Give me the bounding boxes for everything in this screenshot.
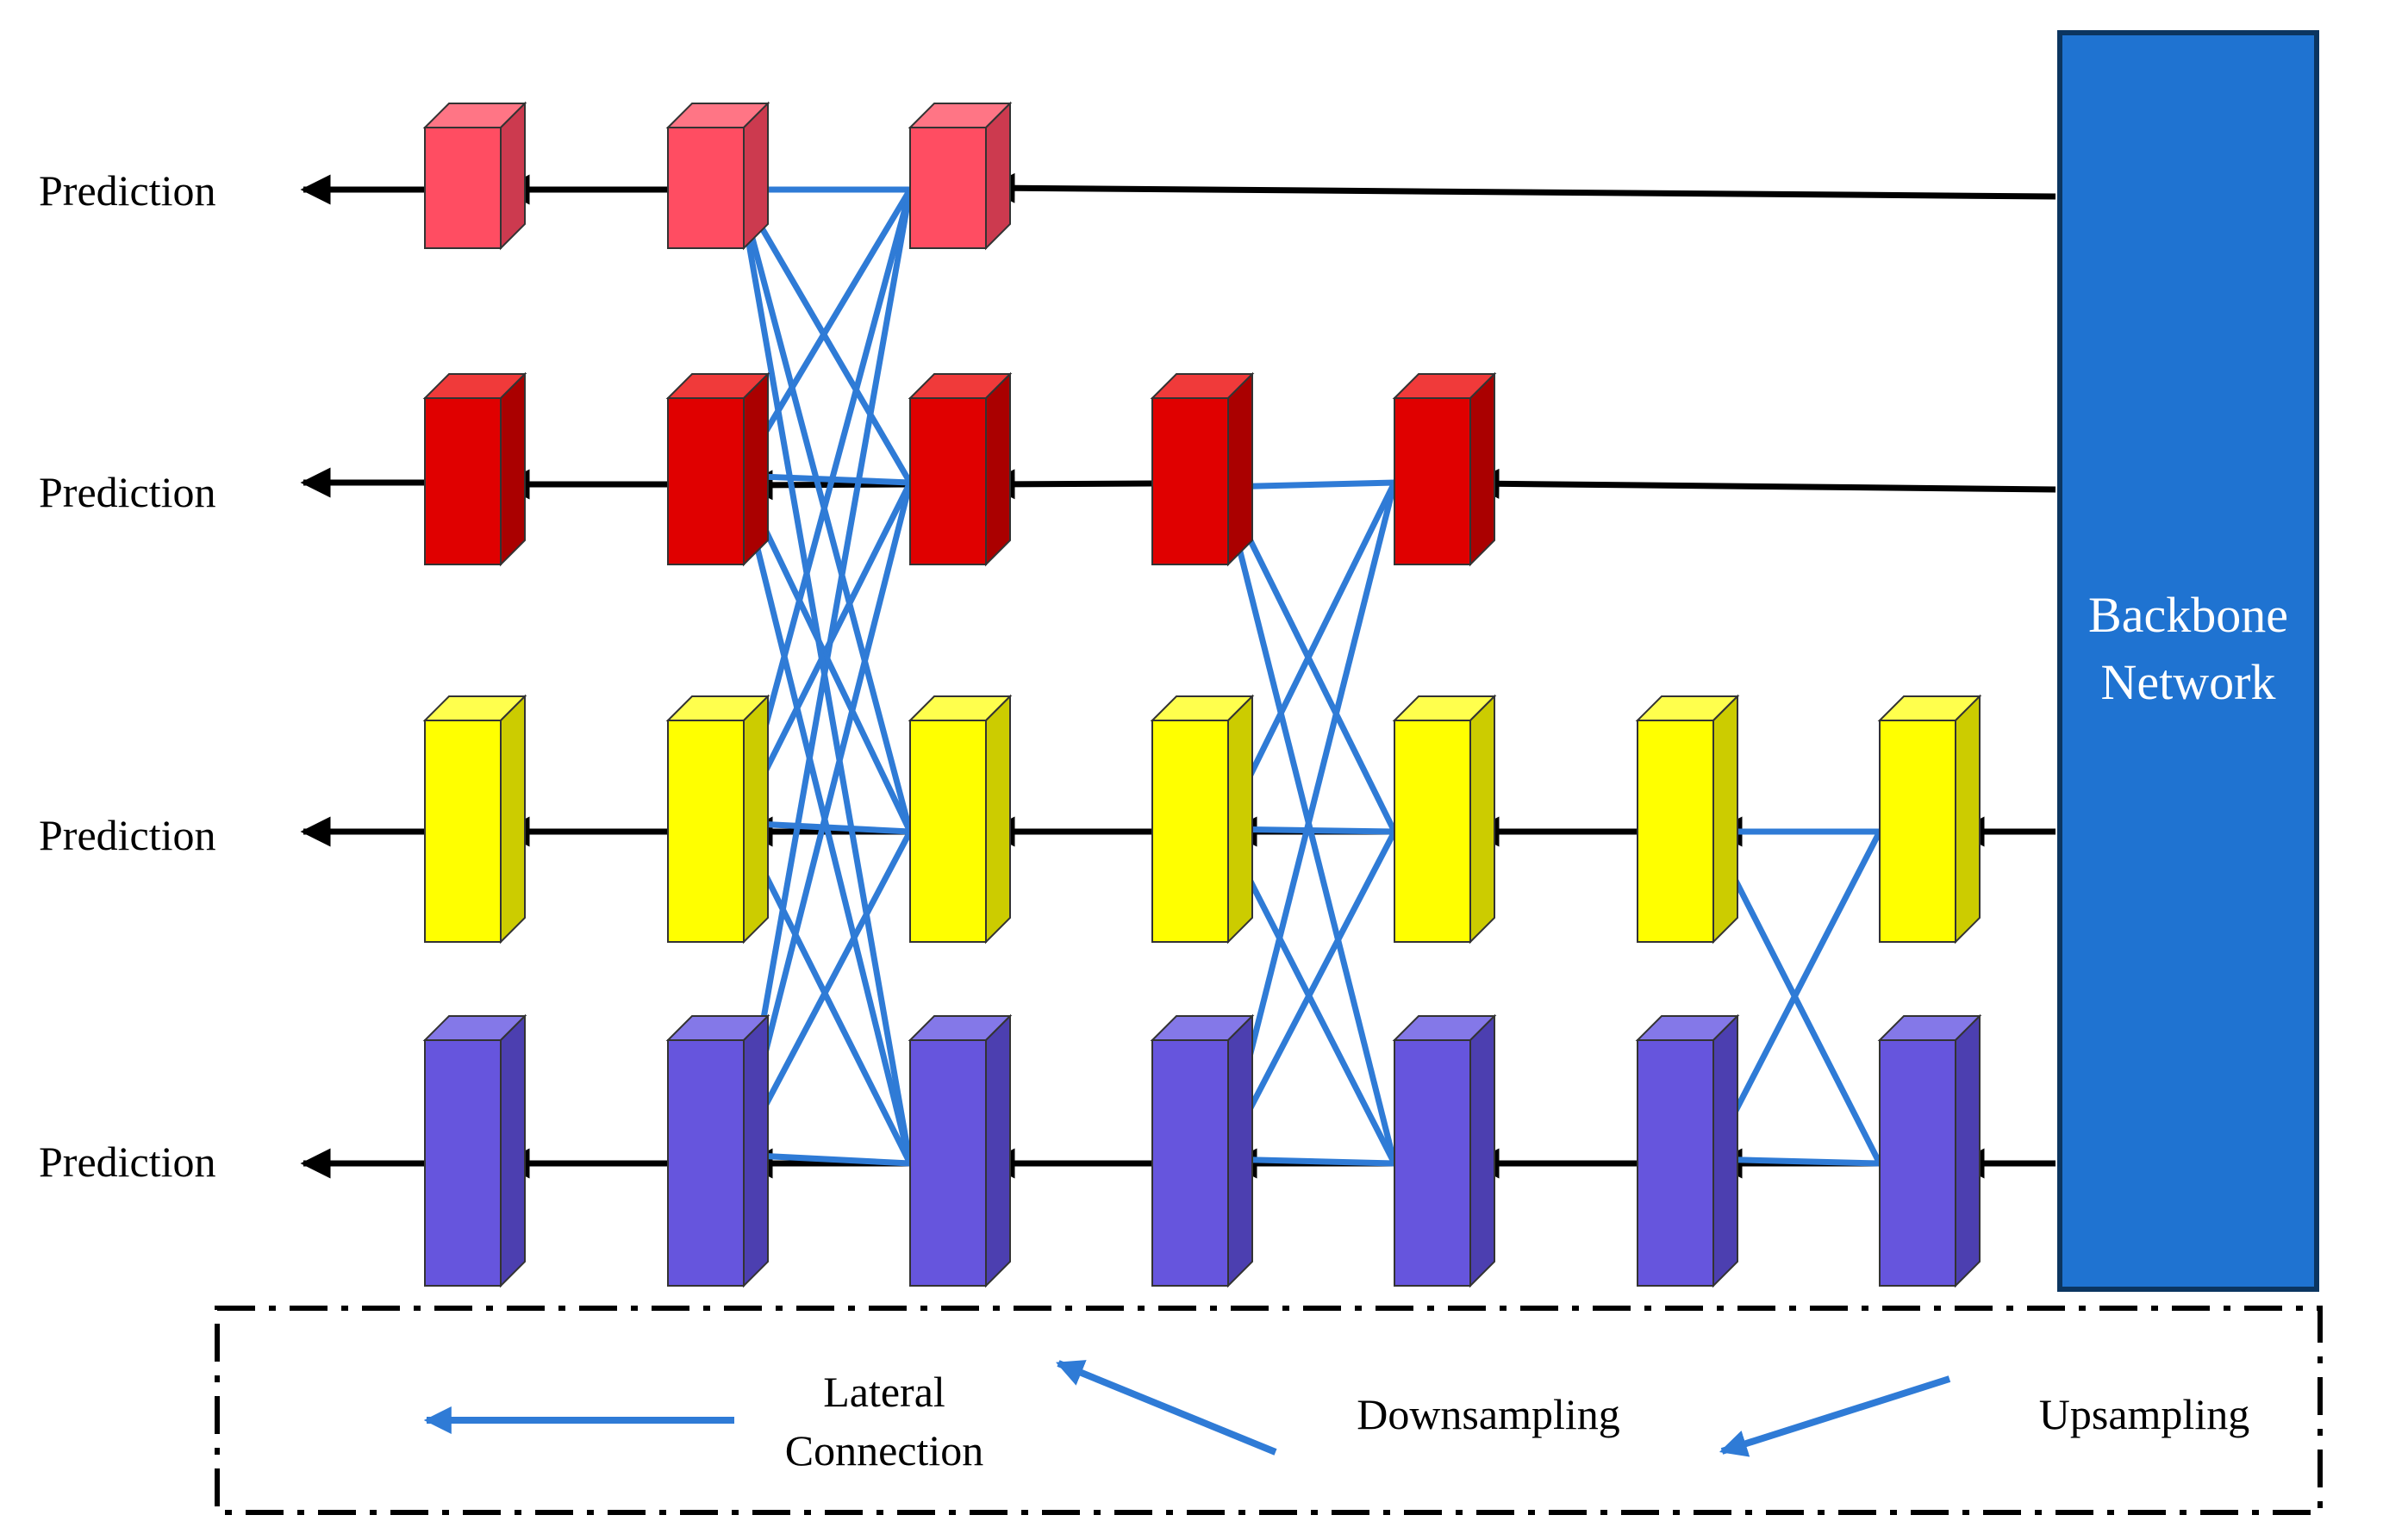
feature-node <box>422 694 527 945</box>
flow-arrow <box>984 469 1153 500</box>
feature-node-front-face <box>667 397 745 565</box>
feature-node-front-face <box>424 1039 502 1287</box>
feature-node <box>908 101 1013 251</box>
flow-arrow <box>1469 468 2056 499</box>
feature-node-side-face <box>985 371 1011 567</box>
feature-node-side-face <box>1469 1013 1495 1288</box>
feature-node-side-face <box>500 1013 526 1288</box>
feature-node <box>422 101 527 251</box>
feature-nodes <box>422 101 1982 1288</box>
feature-node-front-face <box>1151 397 1229 565</box>
backbone-block <box>2057 30 2319 1292</box>
connection-arrow <box>1707 829 1883 1165</box>
connection-arrow <box>733 187 914 832</box>
feature-node-side-face <box>1227 371 1253 567</box>
feature-node <box>908 694 1013 945</box>
feature-node-side-face <box>743 694 769 945</box>
prediction-label-level-2: Prediction <box>39 468 216 516</box>
feature-node <box>665 694 770 945</box>
feature-node-front-face <box>424 397 502 565</box>
feature-node <box>1392 694 1497 945</box>
feature-node-front-face <box>424 127 502 249</box>
upsampling-arrow <box>1719 1375 1951 1457</box>
feature-node-side-face <box>500 371 526 567</box>
feature-node <box>1150 371 1255 567</box>
feature-node <box>1635 694 1740 945</box>
feature-node-front-face <box>667 127 745 249</box>
feature-node <box>908 1013 1013 1288</box>
feature-node <box>908 371 1013 567</box>
feature-node-front-face <box>909 720 987 943</box>
feature-node-side-face <box>1227 694 1253 945</box>
feature-node-front-face <box>1394 397 1471 565</box>
connection-arrow <box>736 187 914 484</box>
feature-node-front-face <box>1151 720 1229 943</box>
feature-node-side-face <box>985 694 1011 945</box>
prediction-label-level-1: Prediction <box>39 166 216 215</box>
backbone-label-line2: Network <box>2101 654 2276 710</box>
feature-node <box>1635 1013 1740 1288</box>
feature-node-front-face <box>1637 720 1714 943</box>
feature-node <box>1392 1013 1497 1288</box>
feature-node-front-face <box>1394 1039 1471 1287</box>
feature-node-front-face <box>1879 1039 1956 1287</box>
feature-node-side-face <box>1955 694 1981 945</box>
feature-node <box>1877 1013 1982 1288</box>
legend-border <box>215 1306 2323 1515</box>
feature-node-side-face <box>1712 1013 1738 1288</box>
connection-arrow <box>1220 484 1398 833</box>
feature-node-front-face <box>667 1039 745 1287</box>
feature-node-side-face <box>1469 694 1495 945</box>
downsampling-label: Downsampling <box>1357 1390 1620 1438</box>
feature-node-side-face <box>500 101 526 251</box>
feature-node-front-face <box>909 1039 987 1287</box>
feature-node-side-face <box>743 371 769 567</box>
feature-node-side-face <box>1712 694 1738 945</box>
feature-node <box>665 371 770 567</box>
feature-node <box>1392 371 1497 567</box>
upsampling-label: Upsampling <box>2039 1390 2249 1438</box>
feature-node-side-face <box>1469 371 1495 567</box>
feature-node <box>1150 1013 1255 1288</box>
feature-node <box>422 371 527 567</box>
feature-node-side-face <box>985 101 1011 251</box>
feature-node <box>1877 694 1982 945</box>
prediction-label-level-4: Prediction <box>39 1138 216 1186</box>
connection-arrow <box>1217 484 1398 1164</box>
connection-arrow <box>1708 1147 1881 1172</box>
feature-node-front-face <box>1151 1039 1229 1287</box>
feature-node <box>665 101 770 251</box>
legend: Lateral Connection Downsampling Upsampli… <box>215 1306 2323 1515</box>
feature-node-front-face <box>667 720 745 943</box>
feature-node-front-face <box>424 720 502 943</box>
prediction-label-level-3: Prediction <box>39 811 216 859</box>
flow-arrow <box>984 172 2056 203</box>
backbone-label-line1: Backbone <box>2088 587 2288 643</box>
feature-node-front-face <box>1637 1039 1714 1287</box>
backbone-network: Backbone Network <box>2057 30 2319 1292</box>
feature-node-side-face <box>1227 1013 1253 1288</box>
feature-node-side-face <box>1955 1013 1981 1288</box>
connection-arrow <box>733 473 914 1164</box>
feature-node-front-face <box>1394 720 1471 943</box>
feature-node-front-face <box>909 127 987 249</box>
feature-node <box>665 1013 770 1288</box>
feature-node-front-face <box>909 397 987 565</box>
feature-node-side-face <box>985 1013 1011 1288</box>
downsampling-arrow <box>1056 1360 1277 1456</box>
feature-node-side-face <box>743 1013 769 1288</box>
feature-node <box>1150 694 1255 945</box>
feature-node-side-face <box>500 694 526 945</box>
feature-node-front-face <box>1879 720 1956 943</box>
connection-arrow <box>731 187 914 1164</box>
feature-node-side-face <box>743 101 769 251</box>
feature-node <box>422 1013 527 1288</box>
lateral-label-line2: Connection <box>785 1426 984 1475</box>
lateral-label-line1: Lateral <box>823 1368 945 1416</box>
